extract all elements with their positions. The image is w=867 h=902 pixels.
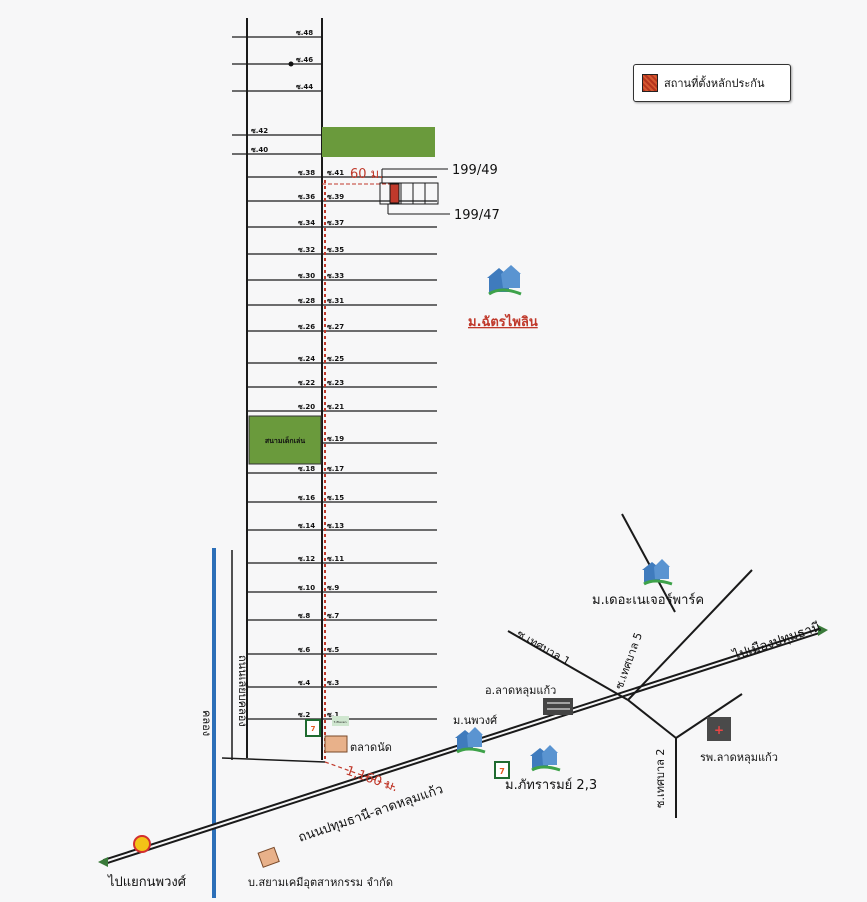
soi-right-label: ซ.31 [327, 297, 344, 305]
soi-right-label: ซ.41 [327, 169, 344, 177]
soi-left-label: ซ.30 [298, 272, 315, 280]
soi-right-label: ซ.37 [327, 219, 344, 227]
soi-right-label: ซ.19 [327, 435, 344, 443]
soi-right-label: ซ.9 [327, 584, 339, 592]
soi-left-label: ซ.34 [298, 219, 315, 227]
soi-left-label: ซ.36 [298, 193, 315, 201]
soi-left-label: ซ.8 [298, 612, 310, 620]
svg-text:7: 7 [499, 767, 505, 776]
house-icon [455, 727, 486, 754]
thesaban1-label: ซ.เทศบาล 1 [515, 627, 573, 668]
market-label: ตลาดนัด [350, 741, 392, 754]
soi-right-label: ซ.5 [327, 646, 339, 654]
arrow-to-pathum-icon [818, 625, 828, 636]
thesaban2-label: ซ.เทศบาล 2 [654, 749, 667, 808]
soi-right-label: ซ.3 [327, 679, 339, 687]
soi-right-label: ซ.13 [327, 522, 344, 530]
house-icon [487, 265, 522, 296]
soi-right-label: ซ.7 [327, 612, 339, 620]
village-main-label: ม.ฉัตรไพลิน [468, 313, 538, 330]
village-nature-label: ม.เดอะเนเจอร์พาร์ค [592, 592, 704, 608]
soi-left-label: ซ.28 [298, 297, 315, 305]
village-phatharam-label: ม.ภัทรารมย์ 2,3 [505, 777, 597, 793]
soi-left-label: ซ.2 [298, 711, 310, 719]
legend-label: สถานที่ตั้งหลักประกัน [664, 77, 765, 90]
to-pathum-label: ไปเมืองปทุมธานี [730, 619, 823, 664]
playground-label: สนามเด็กเล่น [265, 436, 305, 445]
market-icon [324, 735, 348, 753]
district-office-label: อ.ลาดหลุมแก้ว [485, 684, 556, 697]
shell-icon [133, 835, 151, 853]
soi-right-label: ซ.39 [327, 193, 344, 201]
soi-right-label: ซ.27 [327, 323, 344, 331]
distance-dashed [324, 761, 396, 788]
soi-right-label: ซ.35 [327, 246, 344, 254]
collateral-swatch-icon [642, 74, 658, 92]
hospital-icon [707, 717, 731, 741]
village-nopphawong-label: ม.นพวงศ์ [453, 714, 497, 727]
soi-right-label: ซ.21 [327, 403, 344, 411]
to-nopphawong-label: ไปแยกนพวงศ์ [107, 874, 187, 890]
soi-left-label: ซ.46 [296, 56, 313, 64]
green-area-top [322, 127, 435, 157]
soi-left-label: ซ.42 [251, 127, 268, 135]
arrow-to-nopphawong-icon [98, 857, 108, 867]
store-sign-text: 7-Eleven [333, 720, 346, 724]
distance-60m: 60 ม. [350, 167, 383, 182]
factory-label: บ.สยามเคมีอุตสาหกรรม จำกัด [248, 876, 393, 889]
soi-left-label: ซ.32 [298, 246, 315, 254]
soi-left-label: ซ.38 [298, 169, 315, 177]
soi-right-label: ซ.17 [327, 465, 344, 473]
soi-left-label: ซ.20 [298, 403, 315, 411]
soi-left-label: ซ.48 [296, 29, 313, 37]
collateral-site-marker[interactable] [389, 183, 400, 204]
plot-label-lower: 199/47 [454, 208, 500, 223]
seven-eleven-icon-2 [494, 761, 510, 779]
soi-left-label: ซ.16 [298, 494, 315, 502]
soi-right-label: ซ.1 [327, 711, 339, 719]
house-icon [530, 745, 561, 772]
soi-left-label: ซ.26 [298, 323, 315, 331]
soi-right-label: ซ.33 [327, 272, 344, 280]
road-to-main [221, 757, 326, 763]
hospital-label: รพ.ลาดหลุมแก้ว [700, 751, 778, 764]
soi-left-label: ซ.12 [298, 555, 315, 563]
legend-box: สถานที่ตั้งหลักประกัน [633, 64, 791, 102]
svg-text:+: + [714, 723, 724, 737]
district-office-icon [543, 698, 573, 715]
road-thesaban1 [507, 630, 629, 701]
factory-icon [257, 846, 280, 868]
soi-right-label: ซ.15 [327, 494, 344, 502]
soi-left-label: ซ.22 [298, 379, 315, 387]
playground-area [248, 415, 322, 465]
soi-left-label: ซ.24 [298, 355, 315, 363]
canal-label: คลอง [200, 710, 213, 736]
soi-right-label: ซ.25 [327, 355, 344, 363]
soi-left-label: ซ.6 [298, 646, 310, 654]
soi-right-label: ซ.11 [327, 555, 344, 563]
soi-right-label: ซ.23 [327, 379, 344, 387]
thesaban5-label: ซ.เทศบาล 5 [613, 631, 646, 691]
seven-eleven-icon [305, 719, 321, 737]
plot-label-upper: 199/49 [452, 163, 498, 178]
soi-left-label: ซ.4 [298, 679, 310, 687]
soi-left-label: ซ.14 [298, 522, 315, 530]
marker-dot [288, 61, 294, 67]
soi-left-label: ซ.44 [296, 83, 313, 91]
site-plot-block [379, 182, 439, 205]
house-icon [642, 559, 673, 586]
soi-left-label: ซ.10 [298, 584, 315, 592]
svg-text:7: 7 [311, 725, 316, 733]
canal-road-label: ถนนเลียบคลอง [236, 655, 249, 727]
soi-left-label: ซ.18 [298, 465, 315, 473]
store-sign-icon [332, 716, 349, 726]
soi-left-label: ซ.40 [251, 146, 268, 154]
